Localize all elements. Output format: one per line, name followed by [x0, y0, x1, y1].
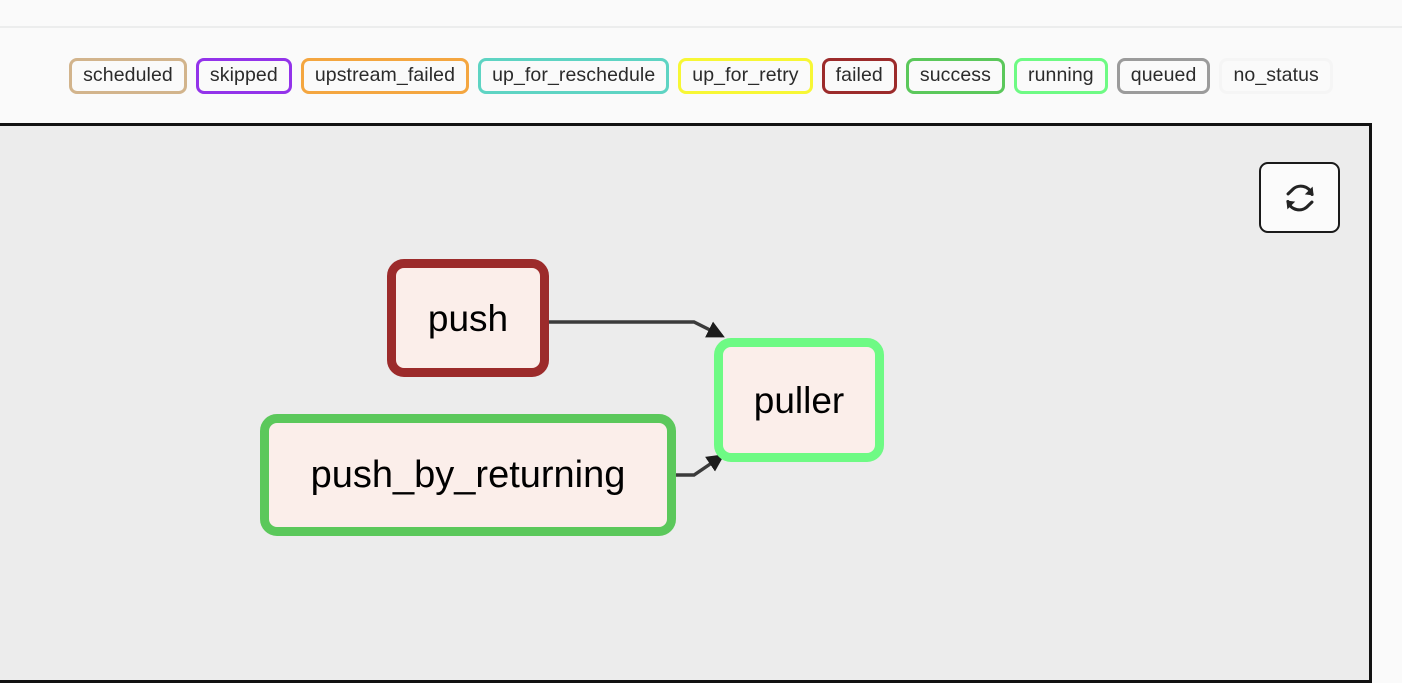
refresh-icon — [1283, 181, 1317, 215]
legend-badge-label: up_for_retry — [692, 63, 799, 86]
task-node-label: puller — [753, 379, 845, 421]
legend-badge-label: no_status — [1233, 63, 1319, 86]
task-node-push-by-returning[interactable]: push_by_returning — [260, 414, 676, 536]
task-state-legend: scheduled skipped upstream_failed up_for_re… — [0, 28, 1402, 123]
legend-badge-up-for-reschedule[interactable]: up_for_reschedule — [478, 57, 670, 94]
legend-badge-no-status[interactable]: no_status — [1219, 57, 1333, 94]
legend-badge-queued[interactable]: queued — [1116, 57, 1211, 94]
legend-badge-label: failed — [835, 63, 883, 86]
legend-badge-label: upstream_failed — [314, 63, 456, 86]
legend-badge-label: running — [1028, 63, 1094, 86]
legend-badge-label: queued — [1130, 63, 1197, 86]
legend-badge-label: success — [919, 63, 991, 86]
refresh-button[interactable] — [1259, 162, 1340, 233]
task-node-puller[interactable]: puller — [714, 338, 884, 462]
legend-badge-scheduled[interactable]: scheduled — [69, 57, 187, 94]
task-node-label: push_by_returning — [310, 454, 626, 496]
legend-badge-skipped[interactable]: skipped — [195, 57, 292, 94]
legend-badge-label: skipped — [209, 63, 278, 86]
task-node-push[interactable]: push — [387, 259, 549, 377]
task-node-label: push — [427, 297, 509, 339]
legend-badge-upstream-failed[interactable]: upstream_failed — [300, 57, 470, 94]
legend-badge-success[interactable]: success — [905, 57, 1005, 94]
legend-badge-running[interactable]: running — [1014, 57, 1108, 94]
top-divider — [0, 26, 1402, 28]
legend-badge-label: scheduled — [83, 63, 173, 86]
graph-edge-layer — [549, 320, 725, 477]
legend-badge-failed[interactable]: failed — [821, 57, 897, 94]
legend-badge-up-for-retry[interactable]: up_for_retry — [678, 57, 813, 94]
legend-badge-label: up_for_reschedule — [492, 63, 656, 86]
edge-push-to-puller — [549, 320, 725, 338]
edge-push-by-returning-to-puller — [676, 454, 725, 477]
dag-graph-panel: push push_by_returning puller — [0, 123, 1372, 683]
